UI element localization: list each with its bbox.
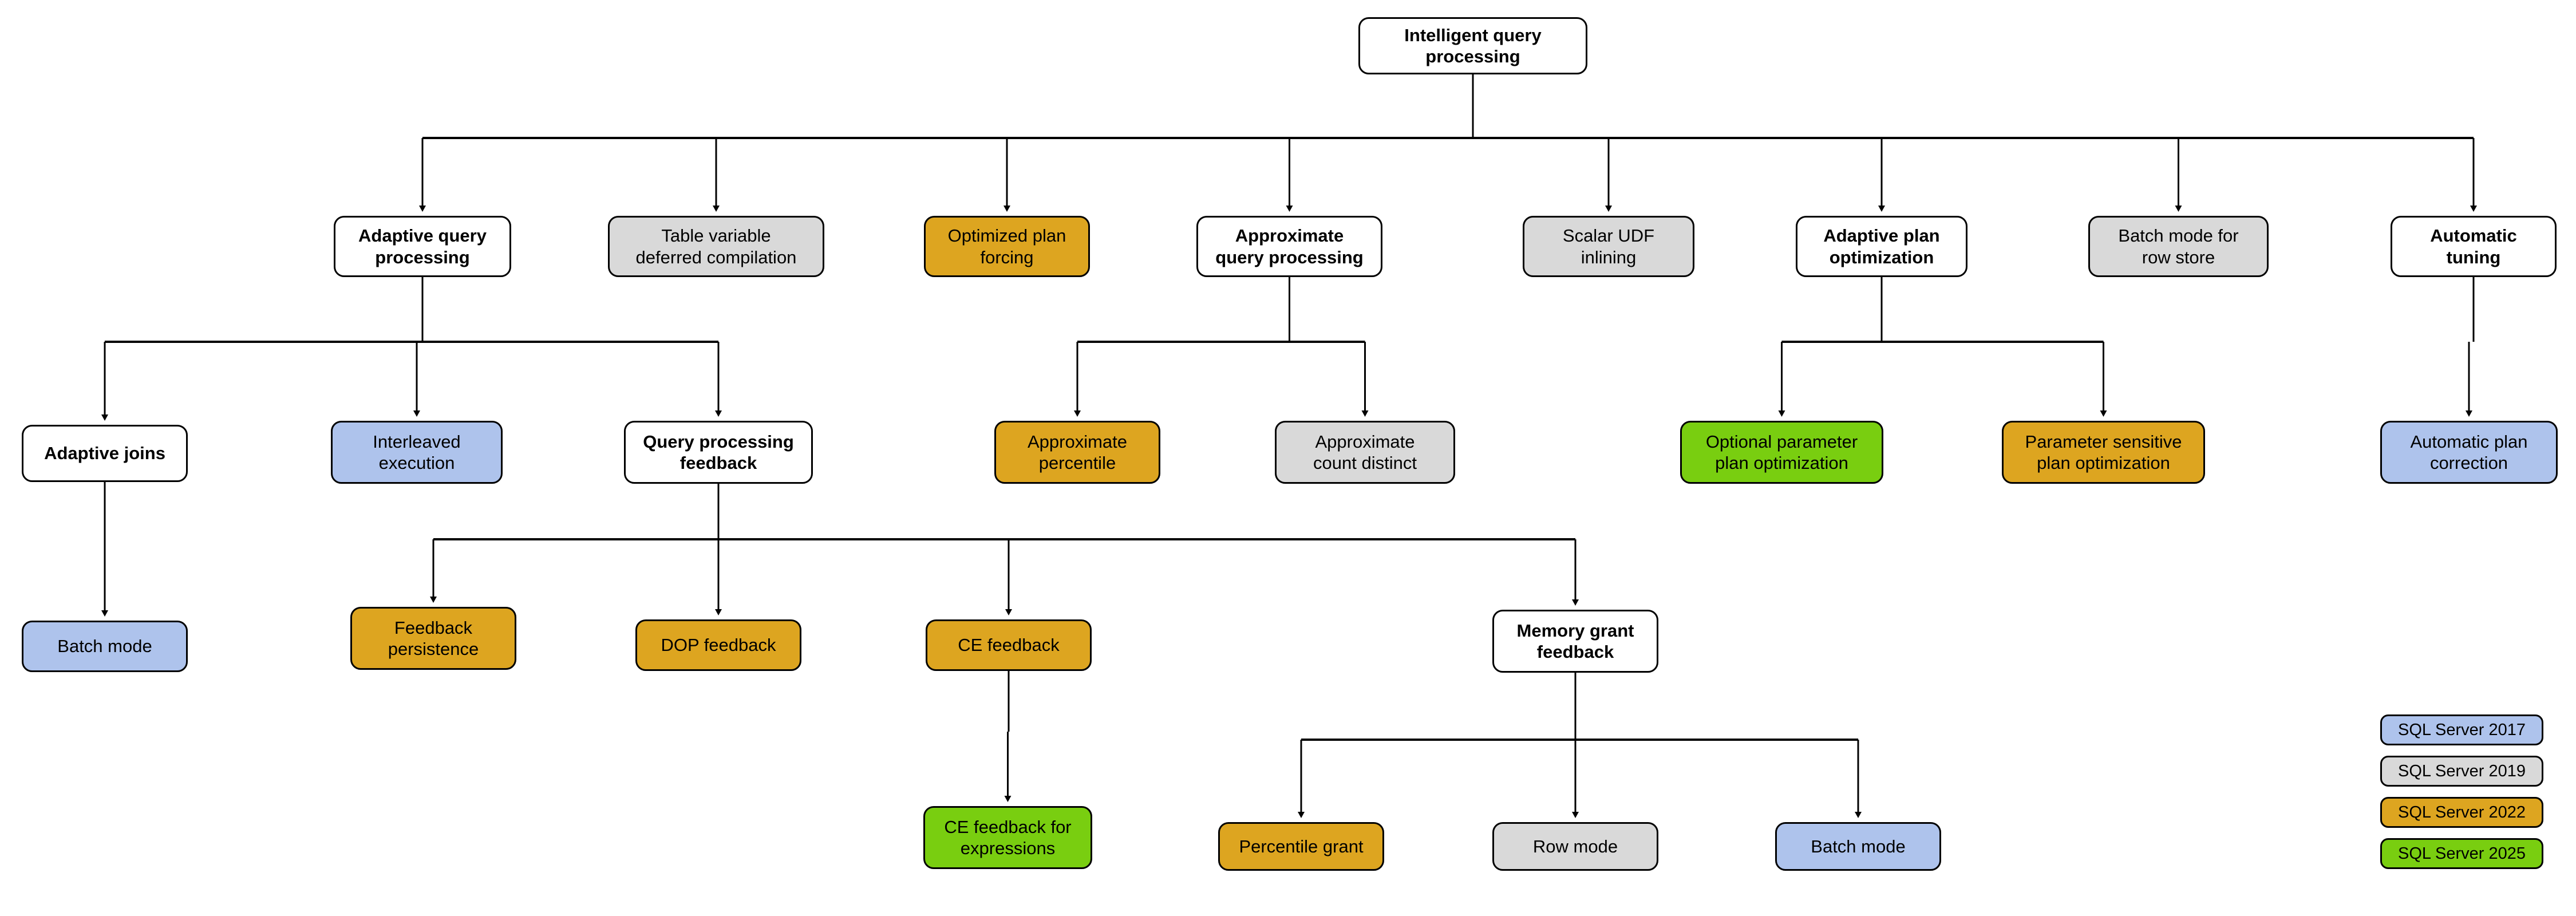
node-intelligent-query-processing[interactable]: Intelligent query processing: [1358, 17, 1587, 74]
node-label: CE feedback: [958, 635, 1060, 656]
node-ce-feedback[interactable]: CE feedback: [926, 619, 1092, 671]
node-batch-mode[interactable]: Batch mode: [1775, 822, 1941, 871]
legend-item-sql-server-2017: SQL Server 2017: [2380, 714, 2543, 745]
node-row-mode[interactable]: Row mode: [1492, 822, 1658, 871]
node-label: DOP feedback: [661, 635, 776, 656]
legend-item-sql-server-2025: SQL Server 2025: [2380, 838, 2543, 869]
legend-item-label: SQL Server 2025: [2398, 844, 2526, 863]
node-label: Batch mode: [1811, 836, 1906, 856]
legend-item-sql-server-2019: SQL Server 2019: [2380, 756, 2543, 787]
legend-item-label: SQL Server 2022: [2398, 803, 2526, 822]
legend-item-label: SQL Server 2019: [2398, 761, 2526, 780]
node-label: Adaptive joins: [44, 443, 165, 464]
legend-item-label: SQL Server 2017: [2398, 720, 2526, 739]
node-label: Batch mode: [57, 636, 152, 657]
node-dop-feedback[interactable]: DOP feedback: [635, 619, 801, 671]
node-label: Intelligent query processing: [1404, 25, 1542, 66]
node-percentile-grant[interactable]: Percentile grant: [1218, 822, 1384, 871]
node-batch-mode[interactable]: Batch mode: [22, 621, 188, 672]
node-label: Row mode: [1532, 836, 1618, 856]
legend-item-sql-server-2022: SQL Server 2022: [2380, 797, 2543, 828]
node-label: Percentile grant: [1239, 836, 1364, 856]
node-adaptive-joins[interactable]: Adaptive joins: [22, 425, 188, 482]
